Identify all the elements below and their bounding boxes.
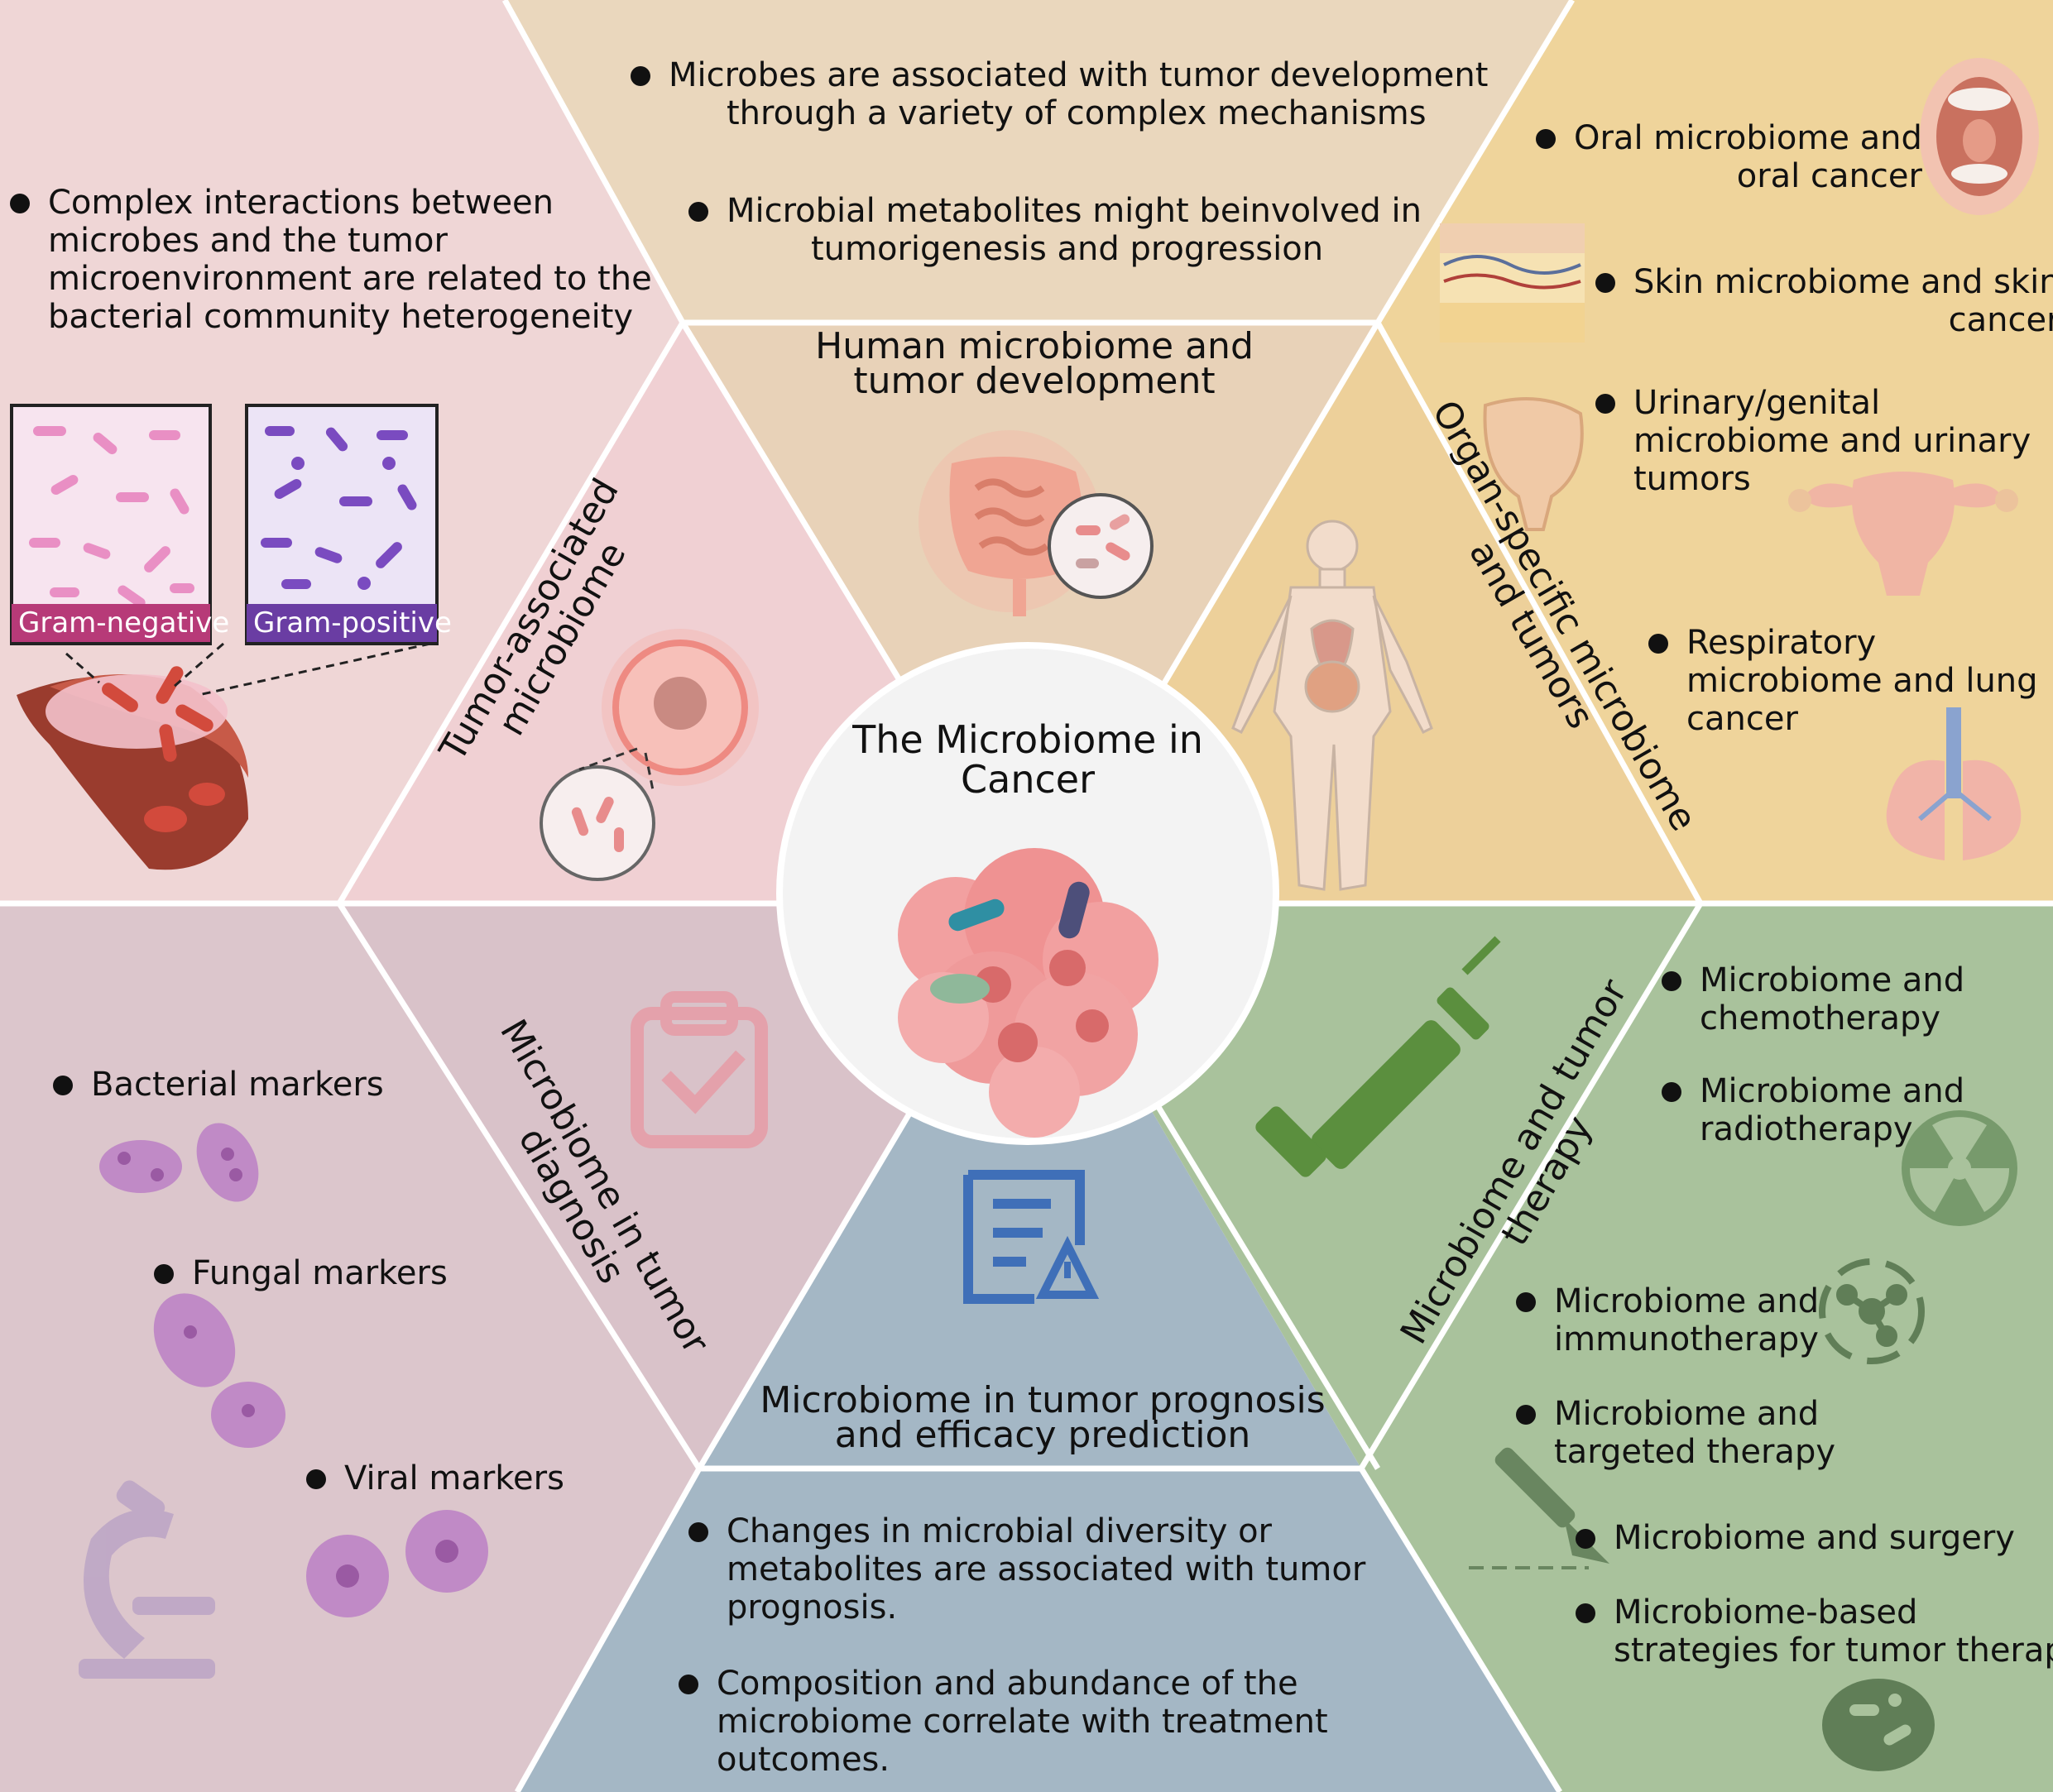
item-line: Microbiome and	[1554, 1282, 1820, 1320]
item-line: cancer	[1686, 700, 1798, 738]
bullet-line: Composition and abundance of the	[717, 1665, 1298, 1703]
prognosis-bullet-2: Composition and abundance of the microbi…	[679, 1665, 1328, 1779]
panel-development-outer	[505, 0, 1572, 323]
title-line: Human microbiome and	[815, 325, 1254, 367]
item-line: immunotherapy	[1554, 1320, 1819, 1358]
bullet-line: outcomes.	[717, 1741, 890, 1779]
bullet-line: metabolites are associated with tumor	[727, 1550, 1366, 1588]
tumor-cell-icon	[540, 629, 759, 881]
tumor-associated-bullet: Complex interactions between microbes an…	[10, 184, 652, 336]
title-line: tumor development	[853, 360, 1216, 402]
blood-vessel-icon	[17, 642, 431, 870]
therapy-item-surgery: Microbiome and surgery	[1576, 1519, 2015, 1557]
item-line: Microbiome and	[1700, 961, 1965, 999]
therapy-item-radiotherapy: Microbiome and radiotherapy	[1661, 1072, 1965, 1148]
marker-fungal: Fungal markers	[154, 1254, 448, 1292]
panel-therapy-outer	[1361, 903, 2053, 1792]
organ-item-urinary: Urinary/genital microbiome and urinary t…	[1595, 384, 2031, 498]
lungs-icon	[1886, 707, 2022, 860]
item-line: Respiratory	[1686, 624, 1877, 662]
item-line: radiotherapy	[1700, 1110, 1913, 1148]
gram-positive-panel	[245, 404, 439, 645]
item-line: Microbiome and	[1700, 1072, 1965, 1110]
panel-prognosis-inner	[699, 903, 1361, 1469]
development-bullet-2: Microbial metabolites might beinvolved i…	[688, 192, 1422, 268]
therapy-item-targeted: Microbiome and targeted therapy	[1516, 1395, 1835, 1471]
tumor-cell-cluster-icon	[898, 848, 1158, 1138]
radiation-icon	[1902, 1110, 2017, 1226]
bullet-line: microbes and the tumor	[48, 222, 448, 260]
bullet-line: Changes in microbial diversity or	[727, 1512, 1273, 1550]
document-warning-icon	[963, 1170, 1100, 1304]
organ-item-oral: Oral microbiome and oral cancer	[1536, 119, 1922, 195]
therapy-item-chemotherapy: Microbiome and chemotherapy	[1661, 961, 1965, 1037]
bullet-line: Microbial metabolites might beinvolved i…	[727, 192, 1422, 230]
organ-item-respiratory: Respiratory microbiome and lung cancer	[1648, 624, 2038, 738]
bullet-line: prognosis.	[727, 1588, 898, 1627]
prognosis-title: Microbiome in tumor prognosis and effica…	[728, 1379, 1357, 1456]
development-bullet-1: Microbes are associated with tumor devel…	[630, 56, 1489, 132]
bacteria-icon	[1822, 1679, 1935, 1771]
syringe-icon	[1255, 936, 1501, 1177]
gram-negative-panel	[10, 404, 212, 645]
center-title: The Microbiome in Cancer	[829, 720, 1226, 799]
item-line: Microbiome and surgery	[1614, 1519, 2015, 1557]
uterus-icon	[1788, 472, 2018, 596]
clipboard-check-icon	[631, 991, 768, 1148]
item-line: cancer	[1948, 301, 2053, 339]
bullet-line: microbiome correlate with treatment	[717, 1703, 1328, 1741]
therapy-item-strategies: Microbiome-based strategies for tumor th…	[1575, 1593, 2053, 1670]
item-line: Skin microbiome and skin	[1633, 263, 2053, 301]
therapy-item-immunotherapy: Microbiome and immunotherapy	[1515, 1282, 1820, 1358]
bullet-line: through a variety of complex mechanisms	[727, 94, 1427, 132]
title-line: Cancer	[961, 757, 1095, 802]
item-line: microbiome and urinary	[1633, 422, 2031, 460]
item-line: Oral microbiome and	[1574, 119, 1922, 157]
marker-viral: Viral markers	[306, 1459, 564, 1497]
panel-prognosis-outer	[517, 1469, 1560, 1792]
mouth-icon	[1920, 58, 2039, 215]
item-line: microbiome and lung	[1686, 662, 2038, 700]
panel-diagnosis-outer	[0, 903, 699, 1792]
gram-positive-label: Gram-positive	[253, 606, 452, 640]
virus-marker-icons	[306, 1510, 488, 1617]
bacteria-magnified-icon	[1048, 493, 1154, 599]
bacteria-marker-icons	[99, 1123, 259, 1202]
item-line: strategies for tumor therapy	[1614, 1631, 2053, 1670]
human-body-icon	[1231, 520, 1433, 891]
skin-layer-icon	[1440, 223, 1585, 343]
gram-negative-label: Gram-negative	[18, 606, 230, 640]
bullet-line: microenvironment are related to the	[48, 260, 652, 298]
title-line: and efficacy prediction	[834, 1414, 1251, 1456]
organ-item-skin: Skin microbiome and skin cancer	[1595, 263, 2053, 339]
bullet-line: Microbes are associated with tumor devel…	[669, 56, 1489, 94]
microscope-icon	[79, 1480, 215, 1679]
item-line: oral cancer	[1736, 157, 1922, 195]
molecule-network-icon	[1819, 1258, 1925, 1364]
bullet-line: bacterial community heterogeneity	[48, 298, 634, 336]
item-line: Urinary/genital	[1633, 384, 1881, 422]
marker-bacterial: Bacterial markers	[53, 1066, 384, 1104]
title-line: Microbiome in tumor prognosis	[760, 1379, 1326, 1421]
prognosis-bullet-1: Changes in microbial diversity or metabo…	[688, 1512, 1366, 1627]
item-line: chemotherapy	[1700, 999, 1941, 1037]
bullet-line: Complex interactions between	[48, 184, 554, 222]
bullet-line: tumorigenesis and progression	[811, 230, 1324, 268]
item-line: tumors	[1633, 460, 1751, 498]
item-line: Microbiome-based	[1614, 1593, 1918, 1631]
development-title: Human microbiome and tumor development	[770, 325, 1299, 402]
fungal-marker-icons	[153, 1293, 285, 1448]
item-line: Microbiome and	[1554, 1395, 1820, 1433]
panel-development-inner	[683, 323, 1378, 903]
item-line: targeted therapy	[1554, 1433, 1835, 1471]
bladder-icon	[1483, 397, 1584, 531]
title-line: The Microbiome in	[852, 717, 1203, 762]
